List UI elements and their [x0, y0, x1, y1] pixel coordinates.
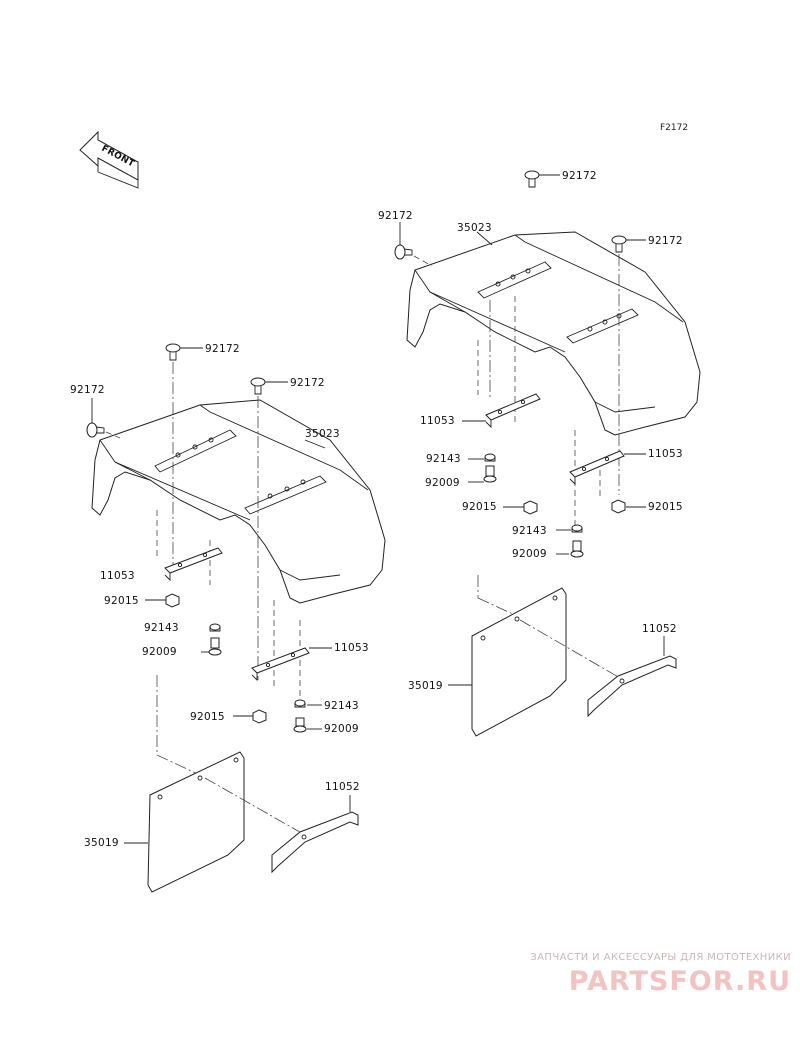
right-nut-b-92015 — [611, 499, 626, 514]
label-11053-right-b: 11053 — [648, 448, 683, 460]
label-92172-left-b: 92172 — [290, 377, 325, 389]
left-nut-a-92015 — [165, 593, 180, 608]
label-92009-right-a: 92009 — [425, 477, 460, 489]
left-bracket-upper-11053 — [164, 547, 223, 582]
left-bolt-top-92172 — [165, 343, 181, 361]
label-92143-right-a: 92143 — [426, 453, 461, 465]
right-collar-b-92143 — [571, 524, 583, 533]
right-bracket-lower-11053 — [569, 450, 625, 486]
right-nut-a-92015 — [523, 500, 538, 515]
right-bolt-mid-92172 — [611, 235, 627, 253]
label-92172-left-a: 92172 — [205, 343, 240, 355]
label-11053-left-a: 11053 — [100, 570, 135, 582]
right-bolt-side-92172 — [394, 244, 413, 260]
label-92143-left-a: 92143 — [144, 622, 179, 634]
right-fender-35023 — [406, 231, 701, 436]
label-11052-left: 11052 — [325, 781, 360, 793]
label-11053-right-a: 11053 — [420, 415, 455, 427]
left-bolt-b-92009 — [293, 717, 307, 733]
label-92143-right-b: 92143 — [512, 525, 547, 537]
figure-code: F2172 — [660, 123, 688, 133]
left-nut-b-92015 — [252, 709, 267, 724]
label-92015-left-b: 92015 — [190, 711, 225, 723]
label-92172-right-a: 92172 — [562, 170, 597, 182]
left-fender-35023 — [91, 399, 386, 604]
label-11053-left-b: 11053 — [334, 642, 369, 654]
label-92009-left-b: 92009 — [324, 723, 359, 735]
left-assembly: 92172 92172 92172 35023 11053 — [70, 343, 386, 893]
label-92015-right-b: 92015 — [648, 501, 683, 513]
left-stay-11052 — [271, 811, 359, 874]
label-92015-right-a: 92015 — [462, 501, 497, 513]
label-92015-left-a: 92015 — [104, 595, 139, 607]
front-arrow-icon: FRONT — [79, 130, 139, 189]
left-collar-b-92143 — [294, 699, 306, 708]
right-mudflap-35019 — [471, 587, 567, 737]
label-92172-right-c: 92172 — [648, 235, 683, 247]
right-bolt-b-92009 — [570, 540, 584, 558]
label-92009-right-b: 92009 — [512, 548, 547, 560]
watermark-tagline: ЗАПЧАСТИ И АКСЕССУАРЫ ДЛЯ МОТОТЕХНИКИ — [530, 952, 791, 963]
label-35019-left: 35019 — [84, 837, 119, 849]
right-collar-a-92143 — [484, 453, 496, 462]
label-92009-left-a: 92009 — [142, 646, 177, 658]
left-collar-a-92143 — [209, 623, 221, 632]
left-bolt-a-92009 — [208, 637, 222, 656]
left-bracket-lower-11053 — [251, 647, 310, 682]
label-11052-right: 11052 — [642, 623, 677, 635]
left-mudflap-35019 — [147, 751, 245, 893]
right-bolt-a-92009 — [483, 465, 497, 483]
left-bolt-mid-92172 — [250, 377, 266, 395]
right-bracket-upper-11053 — [485, 393, 541, 429]
label-35019-right: 35019 — [408, 680, 443, 692]
right-stay-11052 — [587, 655, 677, 718]
right-assembly: 92172 92172 92172 35023 11053 — [378, 170, 701, 737]
right-bolt-top-92172 — [524, 170, 540, 188]
label-92172-right-b: 92172 — [378, 210, 413, 222]
label-92143-left-b: 92143 — [324, 700, 359, 712]
left-bolt-side-92172 — [86, 422, 105, 438]
label-92172-left-c: 92172 — [70, 384, 105, 396]
watermark-logo: PARTSFOR.RU — [568, 966, 791, 997]
label-35023-right: 35023 — [457, 222, 492, 234]
label-35023-left: 35023 — [305, 428, 340, 440]
